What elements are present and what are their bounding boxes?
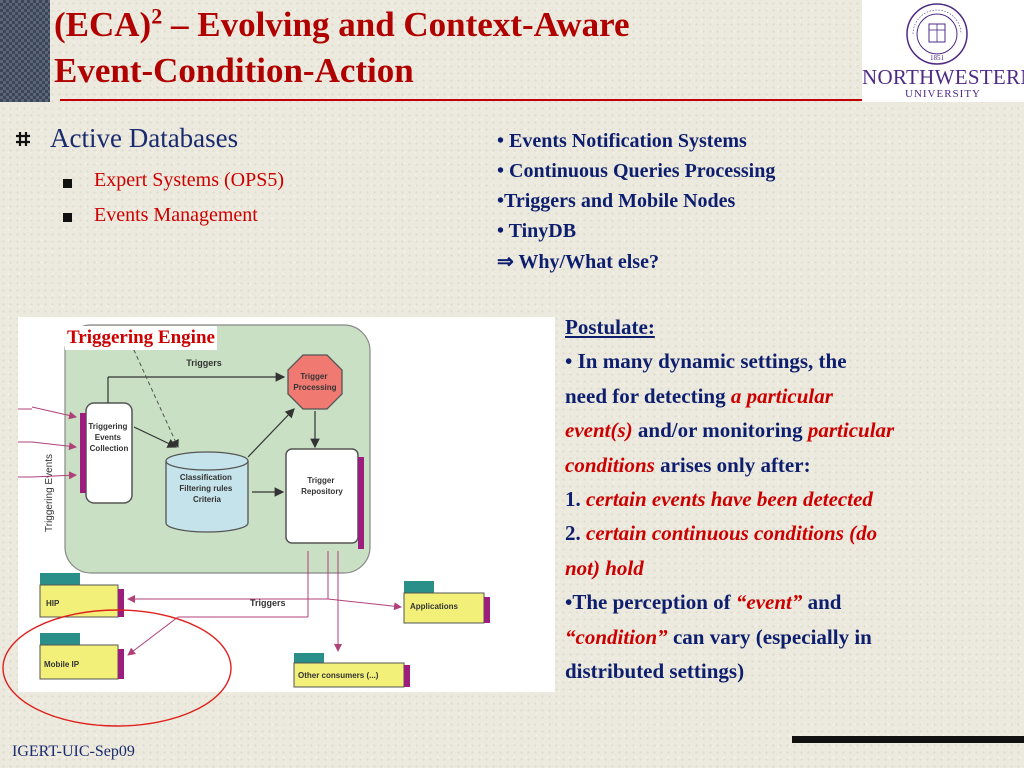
triggering-events-label: Triggering Events <box>44 454 55 532</box>
highlight-ellipse <box>2 609 232 727</box>
logo-subtitle: UNIVERSITY <box>905 88 981 100</box>
postulate-emphasis: “condition” <box>565 624 668 649</box>
list-item: • Events Notification Systems <box>497 130 747 152</box>
postulate-emphasis: “event” <box>735 590 803 615</box>
postulate-text-run: • In many dynamic settings, the <box>565 349 847 374</box>
postulate-heading: Postulate: <box>565 315 655 339</box>
hash-bullet-icon <box>16 132 30 146</box>
title-line2: Event-Condition-Action <box>54 51 414 90</box>
slide-footer: IGERT-UIC-Sep09 <box>12 743 135 760</box>
university-seal-icon: 1851 <box>906 3 968 65</box>
postulate-text-run: distributed settings) <box>565 659 745 684</box>
postulate-text-run: •The perception of <box>565 590 736 615</box>
arrow-to-cylinder <box>133 426 178 448</box>
hip-edge <box>118 589 124 617</box>
title-superscript: 2 <box>151 3 163 29</box>
postulate-emphasis: not) hold <box>565 555 644 580</box>
hip-tab <box>40 573 80 585</box>
mobile-ip-edge <box>118 649 124 679</box>
diagram-canvas: Triggering Events Collection Classificat… <box>18 324 490 688</box>
trigger-processing-octagon <box>287 354 343 410</box>
sub-item-expert-systems: Expert Systems (OPS5) <box>94 169 284 191</box>
collection-label-1: Triggering <box>88 422 127 431</box>
hip-label: HIP <box>46 599 60 608</box>
postulate-text: Postulate: • In many dynamic settings, t… <box>565 310 1020 688</box>
title-line1-rest: – Evolving and Context-Aware <box>162 5 630 44</box>
postulate-text-run: need for detecting <box>565 383 731 408</box>
classification-cylinder <box>165 461 249 533</box>
slide-title: (ECA)2 – Evolving and Context-Aware Even… <box>54 2 854 94</box>
header-texture-strip <box>0 0 50 102</box>
applications-box <box>403 592 485 624</box>
title-underline <box>60 99 886 101</box>
postulate-text-run: and/or monitoring <box>632 418 808 443</box>
seal-year: 1851 <box>930 54 945 62</box>
repository-label-1: Trigger <box>307 476 334 485</box>
postulate-text-run: arises only after: <box>654 452 811 477</box>
classification-label-2: Filtering rules <box>179 484 232 493</box>
postulate-emphasis: particular <box>807 418 895 443</box>
processing-label-1: Trigger <box>300 372 327 381</box>
postulate-number: 2. <box>565 521 586 546</box>
footer-bar <box>792 736 1024 743</box>
hip-box <box>39 584 119 618</box>
active-databases-heading: Active Databases <box>50 123 239 153</box>
classification-label-1: Classification <box>180 473 232 482</box>
event-arrow <box>31 406 77 420</box>
svg-text:Classification Filtering: Classification Filtering rules Criteria <box>179 473 234 504</box>
svg-text:Trigger Repository: Trigger Repository <box>301 476 343 496</box>
processing-label-2: Processing <box>293 383 336 392</box>
postulate-emphasis: certain continuous conditions (do <box>586 521 878 546</box>
collection-label-2: Events <box>95 433 122 442</box>
list-item: • TinyDB <box>497 220 577 242</box>
northwestern-logo: 1851 NORTHWESTERN UNIVERSITY <box>862 0 1024 102</box>
triggering-engine-diagram: Triggering Events Collection Classificat… <box>18 317 555 692</box>
square-bullet-icon <box>63 213 72 222</box>
sub-item-events-management: Events Management <box>94 204 258 226</box>
collection-box-edge <box>80 413 86 493</box>
mobile-ip-tab <box>40 633 80 645</box>
other-consumers-tab <box>294 653 324 663</box>
event-arrow <box>31 441 77 451</box>
list-item: •Triggers and Mobile Nodes <box>497 190 736 212</box>
trigger-out-applications <box>327 598 402 611</box>
mobile-ip-box <box>39 644 119 680</box>
postulate-emphasis: conditions <box>565 452 655 477</box>
cylinder-top <box>165 451 249 471</box>
postulate-text-run: can vary (especially in <box>667 624 872 649</box>
title-eca: (ECA) <box>54 5 152 44</box>
mobile-ip-label: Mobile IP <box>44 660 80 669</box>
dashed-arrow <box>127 336 179 448</box>
applications-label: Applications <box>410 602 459 611</box>
svg-text:Triggering Events: Triggering Events Collection <box>88 422 129 453</box>
applications-edge <box>484 597 490 623</box>
postulate-number: 1. <box>565 487 586 512</box>
event-arrow <box>31 471 77 480</box>
other-consumers-label: Other consumers (...) <box>298 671 379 680</box>
collection-label-3: Collection <box>90 444 129 453</box>
trigger-repository-box <box>285 448 359 544</box>
logo-name: NORTHWESTERN <box>862 65 1024 89</box>
collection-box <box>85 402 133 504</box>
postulate-text-run: and <box>802 590 842 615</box>
list-item: • Continuous Queries Processing <box>497 160 776 182</box>
triggering-engine-label: Triggering Engine <box>65 326 217 350</box>
trigger-out-mobile-ip <box>127 616 179 656</box>
repository-edge <box>358 457 364 549</box>
repository-label-2: Repository <box>301 487 343 496</box>
postulate-emphasis: event(s) <box>565 418 633 443</box>
postulate-emphasis: a particular <box>730 383 833 408</box>
postulate-emphasis: certain events have been detected <box>586 487 873 512</box>
arrow-to-processing <box>247 408 295 458</box>
svg-text:Trigger Processing: Trigger Processing <box>293 372 336 392</box>
applications-tab <box>404 581 434 593</box>
list-item-why-what-else: ⇒ Why/What else? <box>497 251 659 273</box>
triggers-top-label: Triggers <box>186 358 222 368</box>
other-consumers-edge <box>404 665 410 687</box>
square-bullet-icon <box>63 179 72 188</box>
classification-label-3: Criteria <box>193 495 222 504</box>
triggers-bottom-label: Triggers <box>250 598 286 608</box>
